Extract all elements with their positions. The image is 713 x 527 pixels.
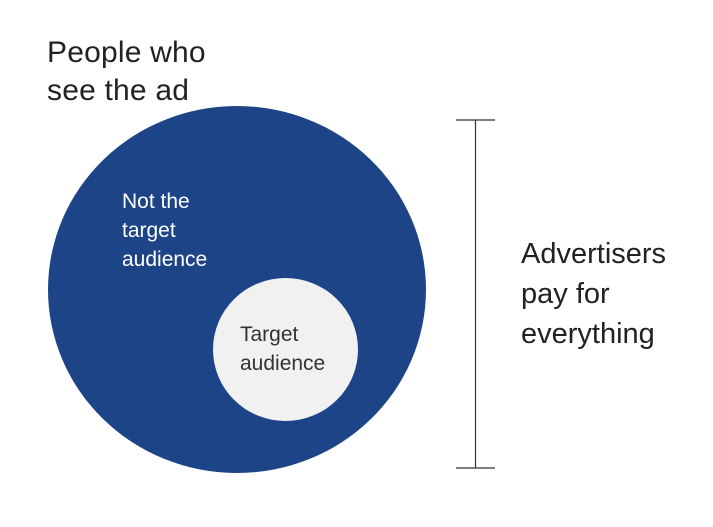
outer-label-line-3: audience bbox=[122, 248, 208, 271]
inner-label-line-2: audience bbox=[240, 352, 326, 375]
title-line-2: see the ad bbox=[47, 74, 190, 107]
inner-label-line-1: Target bbox=[240, 323, 299, 346]
target-audience-circle bbox=[213, 278, 358, 421]
everyone-circle bbox=[48, 106, 426, 473]
diagram-title: People who see the ad bbox=[47, 34, 206, 110]
side-label-line-1: Advertisers bbox=[521, 238, 667, 270]
side-label-line-3: everything bbox=[521, 318, 655, 350]
outer-label-line-2: target bbox=[122, 219, 176, 242]
side-label-line-2: pay for bbox=[521, 278, 610, 310]
not-target-audience-label: Not the target audience bbox=[122, 187, 207, 274]
advertisers-pay-label: Advertisers pay for everything bbox=[521, 234, 666, 354]
title-line-1: People who bbox=[47, 36, 206, 69]
outer-label-line-1: Not the bbox=[122, 190, 190, 213]
target-audience-label: Target audience bbox=[240, 320, 325, 378]
